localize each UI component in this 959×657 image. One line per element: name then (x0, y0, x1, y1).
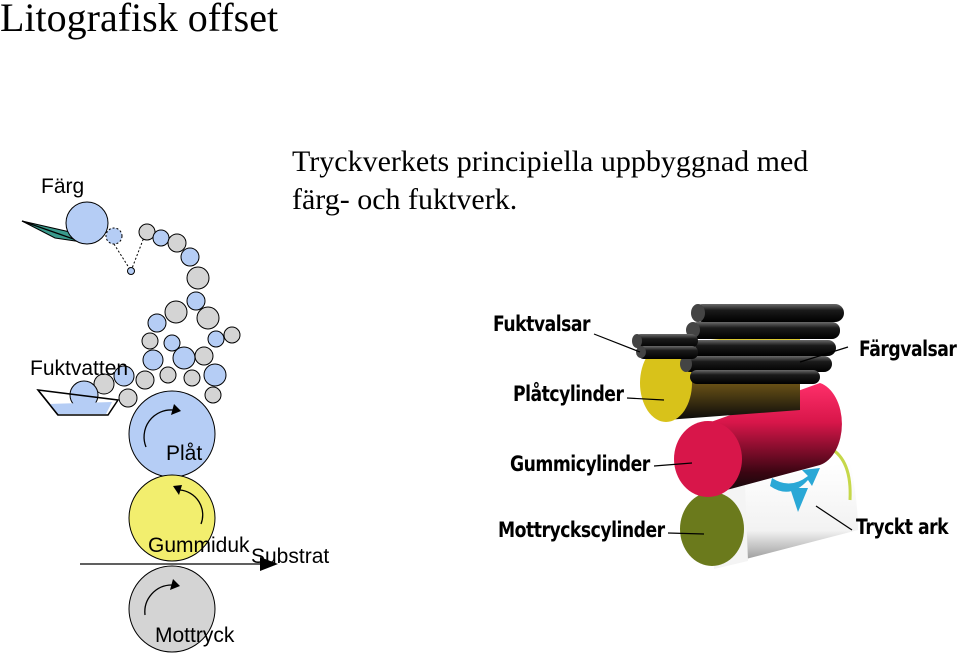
ink-roller-3d (694, 304, 844, 322)
plate-cylinder-label: Plåtcylinder (513, 382, 624, 406)
water-surface (48, 402, 112, 414)
ductor-pivot (127, 267, 135, 275)
ink-roller (180, 247, 200, 267)
page-title: Litografisk offset (0, 0, 279, 40)
ink-roller (183, 369, 201, 387)
ink-roller (159, 366, 177, 384)
dampening-roller (118, 388, 138, 408)
dampening-roller (93, 373, 115, 395)
leader-line-impression (667, 532, 705, 535)
blanket-rotation-arrow (179, 489, 204, 525)
sheet-feed-arrowhead (790, 488, 808, 512)
ink-roller (141, 332, 159, 350)
plate-cylinder-face (640, 344, 692, 422)
ink-roller (167, 233, 187, 253)
dampening-roller-3d (634, 334, 698, 348)
impression-label: Mottryck (155, 624, 235, 647)
dampening-rollers-label: Fuktvalsar (493, 312, 591, 336)
blanket-cylinder-body (708, 383, 842, 495)
ink-label: Färg (41, 175, 85, 198)
ink-fountain-roller (65, 201, 109, 245)
ink-roller (223, 326, 241, 344)
ink-roller-end (691, 304, 705, 322)
leader-line-blanket (653, 462, 693, 467)
plate-label: Plåt (166, 442, 203, 465)
ink-roller-3d (686, 340, 836, 356)
leader-line-sheet (815, 505, 853, 531)
ink-roller (142, 349, 164, 371)
ink-roller (135, 370, 155, 390)
impression-cylinder-face (680, 492, 744, 566)
ink-roller (164, 300, 188, 324)
impression-cylinder-label: Mottryckscylinder (498, 518, 665, 542)
plate-rotation-arrowhead (171, 404, 181, 415)
blanket-cylinder (128, 474, 216, 562)
ink-roller (163, 334, 181, 352)
ink-roller-bundle (680, 304, 844, 384)
leader-lines (593, 333, 853, 535)
leader-line-plate (626, 397, 665, 401)
ink-roller (147, 313, 167, 333)
ink-roller-3d (690, 322, 840, 339)
ink-tray-edge (21, 220, 83, 243)
substrate-arrowhead (260, 557, 278, 571)
plate-rotation-arrow (143, 409, 174, 448)
ink-roller (196, 306, 220, 330)
dampening-water-label: Fuktvatten (30, 357, 129, 380)
blanket-rotation-arrowhead (173, 485, 182, 495)
impression-rotation-arrowhead (170, 579, 180, 590)
ink-roller (186, 266, 210, 290)
ink-roller-3d (682, 356, 832, 372)
dampening-roller (113, 365, 135, 387)
ink-roller-end (680, 356, 692, 372)
ink-rollers-label: Färgvalsar (859, 337, 957, 361)
ink-roller (203, 363, 227, 387)
printed-sheet-label: Tryckt ark (856, 515, 949, 539)
leader-line-dampening (593, 333, 641, 353)
caption-line-2: färg- och fuktverk. (292, 183, 518, 216)
diagram-caption: Tryckverkets principiella uppbyggnad med… (292, 143, 808, 219)
blanket-label: Gummiduk (148, 534, 250, 557)
printed-sheet (712, 462, 858, 560)
ink-roller (204, 386, 222, 404)
dampening-roller-end (632, 334, 642, 348)
dampening-roller-end (636, 346, 646, 358)
ink-roller (207, 330, 225, 348)
ink-roller-3d (690, 370, 820, 384)
impression-cylinder (128, 565, 216, 653)
ink-roller (172, 346, 196, 370)
blanket-cylinder-face (674, 421, 742, 497)
substrate-label: Substrat (251, 545, 330, 568)
dampening-roller-bundle (632, 334, 698, 359)
water-tray-edge (37, 389, 59, 416)
ink-roller (186, 291, 206, 311)
ink-roller-train (135, 223, 241, 404)
sheet-feed-arrow (770, 468, 820, 492)
caption-line-1: Tryckverkets principiella uppbyggnad med (292, 145, 809, 178)
dampening-roller-3d (638, 346, 698, 359)
impression-rotation-arrow (144, 584, 173, 616)
leader-line-ink (799, 346, 849, 363)
blanket-cylinder-label: Gummicylinder (510, 452, 650, 476)
